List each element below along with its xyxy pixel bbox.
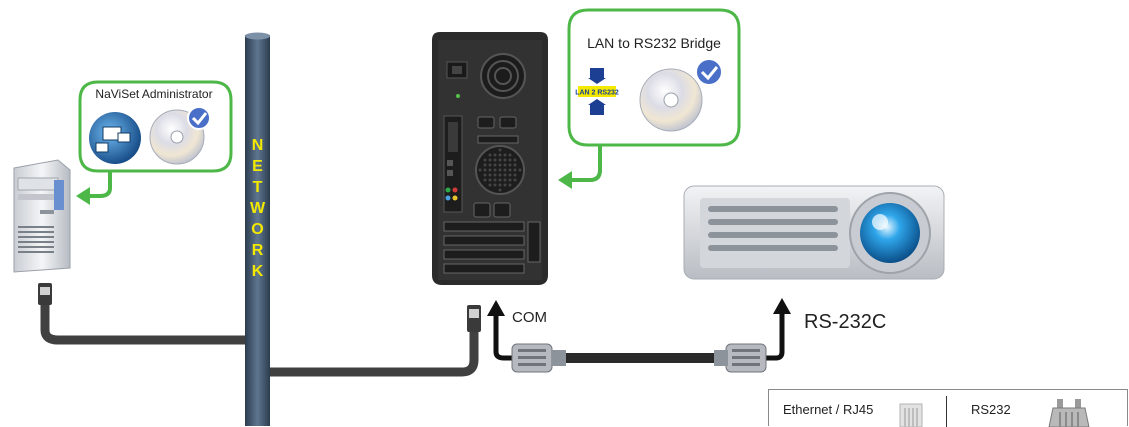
fan-mesh-dot [508, 158, 512, 162]
legend-box: Ethernet / RJ45 RS232 [768, 389, 1128, 427]
network-letter: W [250, 200, 266, 217]
network-letter: O [251, 221, 263, 238]
network-letter: R [252, 242, 264, 259]
fan-mesh-dot [498, 173, 502, 177]
network-letter: E [252, 158, 263, 175]
fan-mesh-dot [503, 158, 507, 162]
rj45-legend-icon [899, 403, 923, 427]
fan-mesh-dot [498, 158, 502, 162]
fan-mesh-dot [483, 158, 487, 162]
admin-network-cable [40, 305, 250, 345]
fan-mesh-dot [493, 163, 497, 167]
fan-mesh-dot [488, 178, 492, 182]
rj45-connector-admin [38, 283, 52, 305]
admin-callout: NaViSet Administrator [78, 80, 233, 173]
fan-mesh-dot [488, 163, 492, 167]
bridge-pc-tower [432, 32, 548, 285]
admin-callout-title: NaViSet Administrator [95, 87, 212, 101]
fan-mesh-dot [498, 183, 502, 187]
legend-rs232-label: RS232 [971, 402, 1011, 417]
fan-mesh-dot [503, 173, 507, 177]
network-letter: T [253, 179, 263, 196]
fan-mesh-dot [478, 168, 482, 172]
fan-mesh-dot [483, 168, 487, 172]
db9-connector-right [714, 298, 791, 373]
fan-mesh-dot [488, 183, 492, 187]
fan-mesh-dot [498, 148, 502, 152]
fan-mesh-dot [503, 183, 507, 187]
com-label: COM [512, 309, 547, 326]
fan-mesh-dot [493, 173, 497, 177]
fan-mesh-dot [493, 158, 497, 162]
fan-mesh-dot [503, 178, 507, 182]
fan-mesh-dot [508, 153, 512, 157]
fan-mesh-dot [498, 178, 502, 182]
fan-mesh-dot [498, 153, 502, 157]
fan-mesh-dot [493, 153, 497, 157]
lan2rs232-chip-icon: LAN 2 RS232 [575, 68, 619, 115]
fan-mesh-dot [513, 173, 517, 177]
network-letter: K [252, 263, 264, 280]
fan-mesh-dot [513, 168, 517, 172]
fan-mesh-dot [483, 178, 487, 182]
chip-label: LAN 2 RS232 [575, 90, 619, 97]
fan-mesh-dot [488, 168, 492, 172]
rs232c-label: RS-232C [804, 311, 886, 333]
bridge-callout-title: LAN to RS232 Bridge [587, 35, 721, 51]
legend-divider [946, 396, 947, 427]
fan-mesh-dot [503, 163, 507, 167]
fan-mesh-dot [488, 158, 492, 162]
fan-mesh-dot [513, 163, 517, 167]
bridge-callout: LAN to RS232 Bridge LAN 2 RS232 [567, 8, 741, 147]
network-bridge-cable [265, 332, 479, 377]
naviset-app-icon [89, 112, 141, 164]
fan-mesh-dot [513, 158, 517, 162]
fan-mesh-dot [498, 188, 502, 192]
fan-mesh-dot [508, 163, 512, 167]
fan-mesh-dot [488, 153, 492, 157]
admin-green-arrow [76, 171, 112, 205]
fan-mesh-dot [508, 168, 512, 172]
fan-mesh-dot [508, 178, 512, 182]
legend-ethernet-label: Ethernet / RJ45 [783, 402, 874, 417]
fan-mesh-dot [498, 163, 502, 167]
fan-mesh-dot [488, 173, 492, 177]
fan-mesh-dot [493, 168, 497, 172]
fan-mesh-dot [503, 168, 507, 172]
fan-mesh-dot [513, 178, 517, 182]
fan-mesh-dot [508, 183, 512, 187]
network-letter: N [252, 137, 264, 154]
bridge-green-arrow [558, 145, 602, 189]
fan-mesh-dot [498, 168, 502, 172]
db9-legend-icon [1048, 399, 1090, 427]
admin-server [13, 159, 71, 273]
db9-connector-left [487, 300, 566, 373]
cd-check-icon [149, 106, 211, 165]
projector [683, 185, 945, 280]
fan-mesh-dot [518, 168, 522, 172]
fan-mesh-dot [493, 178, 497, 182]
fan-mesh-dot [483, 173, 487, 177]
fan-mesh-dot [508, 173, 512, 177]
fan-mesh-dot [493, 183, 497, 187]
rj45-connector-bridge [467, 305, 481, 332]
cd-check-icon-bridge [639, 58, 723, 132]
fan-mesh-dot [503, 153, 507, 157]
fan-mesh-dot [483, 163, 487, 167]
